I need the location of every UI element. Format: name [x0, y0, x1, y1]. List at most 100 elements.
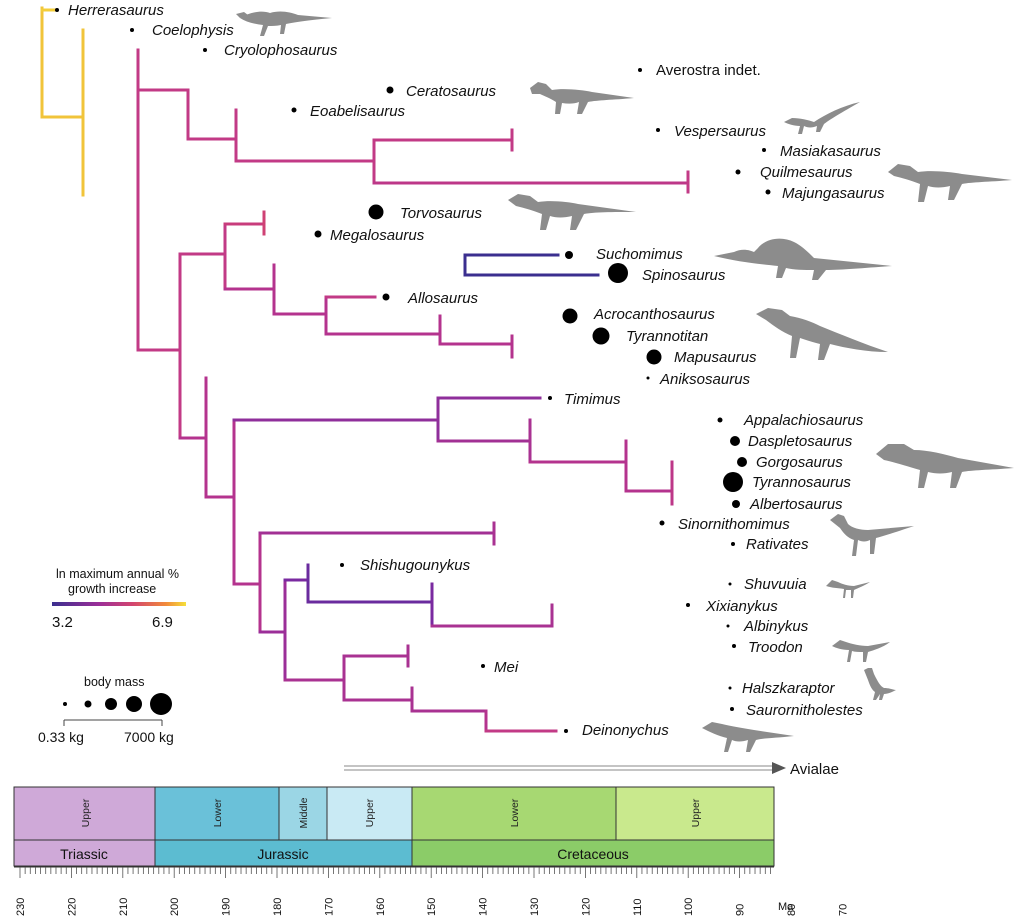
epoch-lower-cretaceous [411, 786, 617, 841]
growth-legend-min: 3.2 [52, 614, 73, 631]
growth-legend-title: ln maximum annual % [56, 567, 179, 581]
taxon-label: Appalachiosaurus [743, 412, 864, 429]
axis-tick-label: 190 [221, 898, 233, 916]
taxon-label: Gorgosaurus [756, 454, 843, 471]
axis-tick-label: 160 [375, 898, 387, 916]
noasaurid-silhouette-icon [784, 102, 860, 134]
mass-legend-max: 7000 kg [124, 729, 174, 745]
mass-dot [105, 698, 117, 710]
tip-marker [730, 436, 740, 446]
taxon-label: Saurornitholestes [746, 702, 863, 719]
taxon-label: Acrocanthosaurus [593, 306, 715, 323]
tip-marker [728, 582, 732, 586]
axis-tick-label: 210 [118, 898, 130, 916]
megalosaurid-silhouette-icon [508, 194, 636, 230]
epoch-upper-cretaceous [615, 786, 775, 841]
tip-marker [55, 8, 59, 12]
tip-marker [386, 86, 394, 94]
ornithomimid-silhouette-icon [830, 514, 914, 556]
period-label: Jurassic [257, 846, 308, 862]
tip-marker [737, 457, 747, 467]
axis-tick-label: 90 [735, 904, 747, 916]
mass-legend-title: body mass [84, 675, 144, 689]
taxon-label: Majungasaurus [782, 185, 885, 202]
tip-marker [564, 729, 568, 733]
taxon-label: Vespersaurus [674, 123, 766, 140]
taxon-label: Allosaurus [407, 290, 479, 307]
taxon-label: Averostra indet. [656, 62, 761, 79]
tip-marker [638, 68, 642, 72]
growth-legend: ln maximum annual % growth increase 3.2 … [52, 567, 186, 631]
taxon-label: Ceratosaurus [406, 83, 497, 100]
growth-color-bar [52, 602, 186, 606]
tip-marker [686, 603, 690, 607]
dromaeosaurid-silhouette-icon [702, 722, 794, 752]
axis-tick-label: 100 [683, 898, 695, 916]
taxon-label: Shuvuuia [744, 576, 807, 593]
taxon-label: Deinonychus [582, 722, 669, 739]
dinosaur-silhouettes [236, 11, 1014, 752]
tip-marker [548, 396, 552, 400]
tip-marker [646, 376, 650, 380]
axis-tick-label: 140 [478, 898, 490, 916]
axis-tick-label: 120 [580, 898, 592, 916]
taxon-label: Shishugounykus [360, 557, 471, 574]
axis-tick-label: 110 [632, 898, 644, 916]
tip-marker [732, 500, 740, 508]
taxon-label: Coelophysis [152, 22, 234, 39]
carcharodontosaurid-silhouette-icon [756, 308, 888, 360]
period-label: Cretaceous [557, 846, 629, 862]
taxon-label: Eoabelisaurus [310, 103, 406, 120]
taxon-label: Herrerasaurus [68, 2, 164, 19]
tip-marker [608, 263, 628, 283]
taxon-label: Masiakasaurus [780, 143, 881, 160]
tip-marker [291, 107, 297, 113]
taxon-label: Daspletosaurus [748, 433, 853, 450]
spinosaurus-silhouette-icon [714, 238, 892, 280]
phylogenetic-tree [40, 6, 760, 764]
tyrannosaurid-silhouette-icon [876, 444, 1014, 488]
growth-legend-subtitle: growth increase [68, 582, 156, 596]
tip-marker [659, 520, 665, 526]
axis-tick-label: 150 [426, 898, 438, 916]
axis-tick-label: 230 [15, 898, 27, 916]
tip-marker [731, 542, 735, 546]
epoch-label: Upper [364, 798, 376, 827]
theropod-silhouette-icon [236, 11, 332, 36]
avialae-arrow: Avialae [344, 761, 839, 778]
axis-tick-label: 180 [272, 898, 284, 916]
period-label: Triassic [60, 846, 108, 862]
mass-dot [150, 693, 172, 715]
tip-marker [723, 472, 743, 492]
tip-marker [130, 28, 134, 32]
ceratosaurus-silhouette-icon [530, 82, 634, 114]
taxon-label: Mapusaurus [674, 349, 757, 366]
mass-legend: body mass 0.33 kg 7000 kg [38, 675, 174, 745]
epoch-upper-triassic [13, 786, 156, 841]
body-mass-markers [55, 8, 771, 733]
taxon-label: Albinykus [743, 618, 809, 635]
mass-dot [126, 696, 142, 712]
taxon-label: Cryolophosaurus [224, 42, 338, 59]
taxon-labels: Herrerasaurus Coelophysis Cryolophosauru… [68, 2, 885, 739]
tip-marker [656, 128, 660, 132]
period-triassic [13, 839, 156, 867]
tip-marker [728, 686, 732, 690]
tip-marker [646, 349, 662, 365]
taxon-label: Suchomimus [596, 246, 683, 263]
halszkaraptor-silhouette-icon [864, 668, 896, 700]
epoch-upper-jurassic [326, 786, 413, 841]
epoch-label: Middle [298, 797, 310, 828]
geologic-timescale [13, 786, 775, 867]
taxon-label: Spinosaurus [642, 267, 726, 284]
tip-marker [717, 417, 723, 423]
abelisaurid-silhouette-icon [888, 164, 1012, 202]
epoch-label: Lower [509, 798, 521, 827]
taxon-label: Halszkaraptor [742, 680, 836, 697]
taxon-label: Troodon [748, 639, 803, 656]
period-jurassic [154, 839, 413, 867]
epoch-label: Upper [80, 798, 92, 827]
mass-legend-min: 0.33 kg [38, 729, 84, 745]
taxon-label: Tyrannosaurus [752, 474, 851, 491]
